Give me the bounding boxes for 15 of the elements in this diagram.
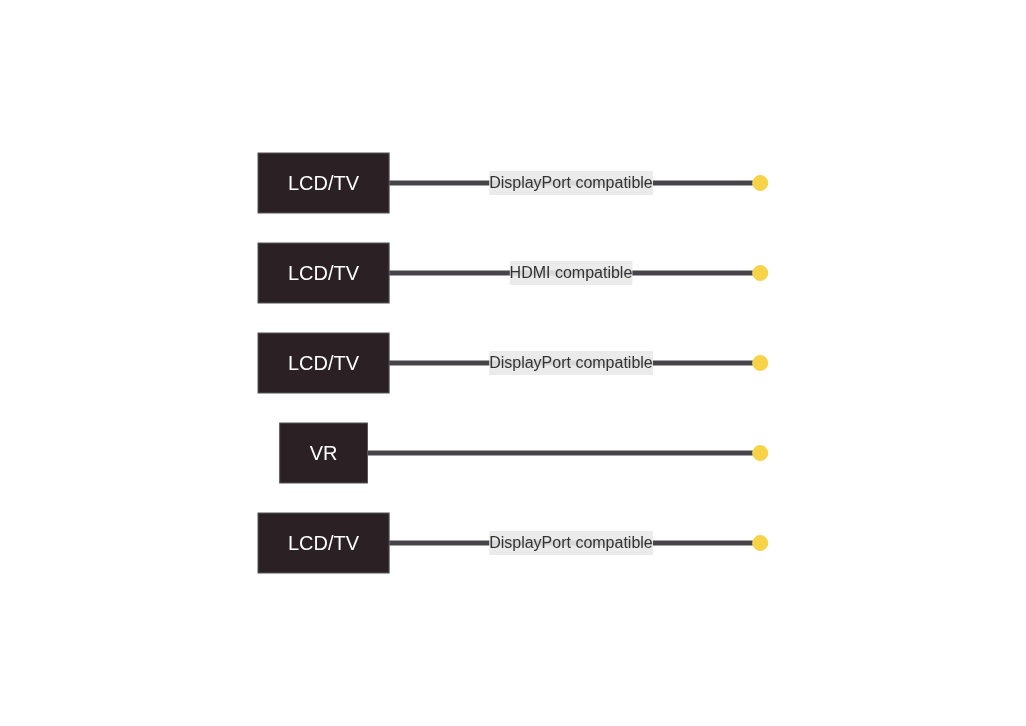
node-box: LCD/TV [257,152,390,214]
edge-label: DisplayPort compatible [489,354,653,371]
node-circle [752,535,769,551]
node-circle [752,355,769,371]
node-circle [752,175,769,191]
node-box: LCD/TV [257,512,390,574]
node-box: LCD/TV [257,242,390,304]
node-box: LCD/TV [257,332,390,394]
connector [367,450,753,456]
node-circle [752,445,769,461]
node-circle [752,265,769,281]
edge-label: DisplayPort compatible [489,174,653,191]
edge-label: HDMI compatible [509,264,633,281]
node-box: VR [279,422,369,484]
edge-label: DisplayPort compatible [489,534,653,551]
